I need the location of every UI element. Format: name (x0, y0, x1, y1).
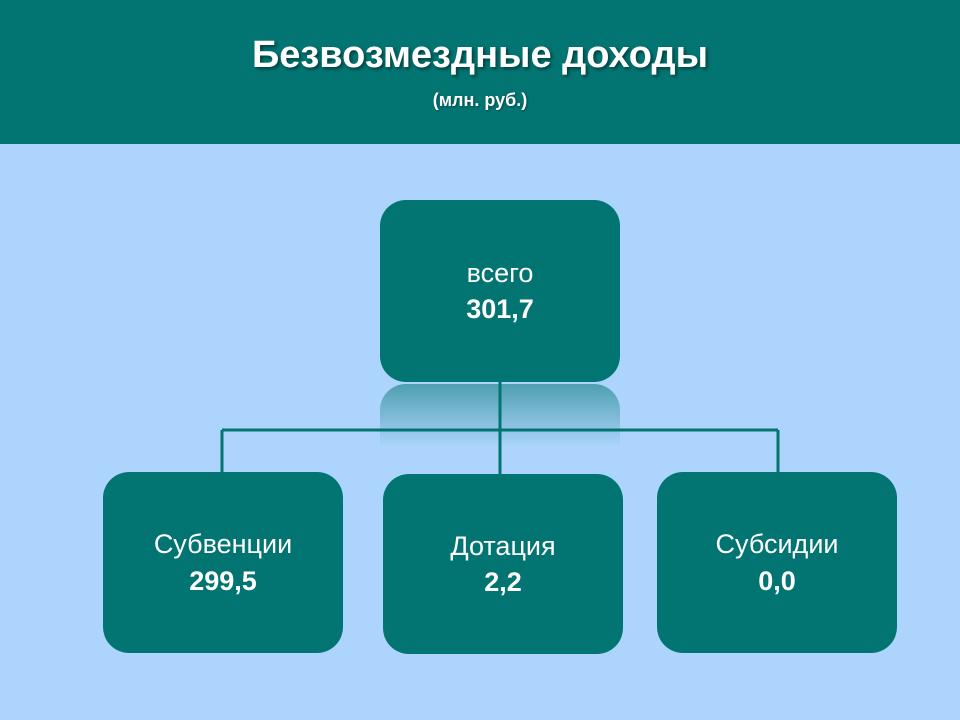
page-title: Безвозмездные доходы (251, 34, 709, 76)
child-node-value: 299,5 (189, 565, 257, 596)
child-node-label: Субсидии (715, 529, 839, 560)
root-node-label: всего (466, 257, 534, 288)
child-node-value: 0,0 (758, 565, 796, 596)
root-node-reflection (380, 384, 620, 454)
child-node-label: Субвенции (153, 529, 293, 560)
child-node-value: 2,2 (484, 567, 522, 597)
header-bar: Безвозмездные доходы (млн. руб.) (0, 0, 960, 144)
child-node-dotation: Дотация 2,2 (383, 474, 623, 654)
child-node-label: Дотация (450, 530, 556, 561)
child-node-subsidies: Субсидии 0,0 (657, 472, 897, 653)
root-node-value: 301,7 (466, 294, 534, 324)
child-node-subventions: Субвенции 299,5 (103, 472, 343, 653)
root-node-total: всего 301,7 (380, 200, 620, 382)
page-subtitle: (млн. руб.) (432, 90, 528, 110)
